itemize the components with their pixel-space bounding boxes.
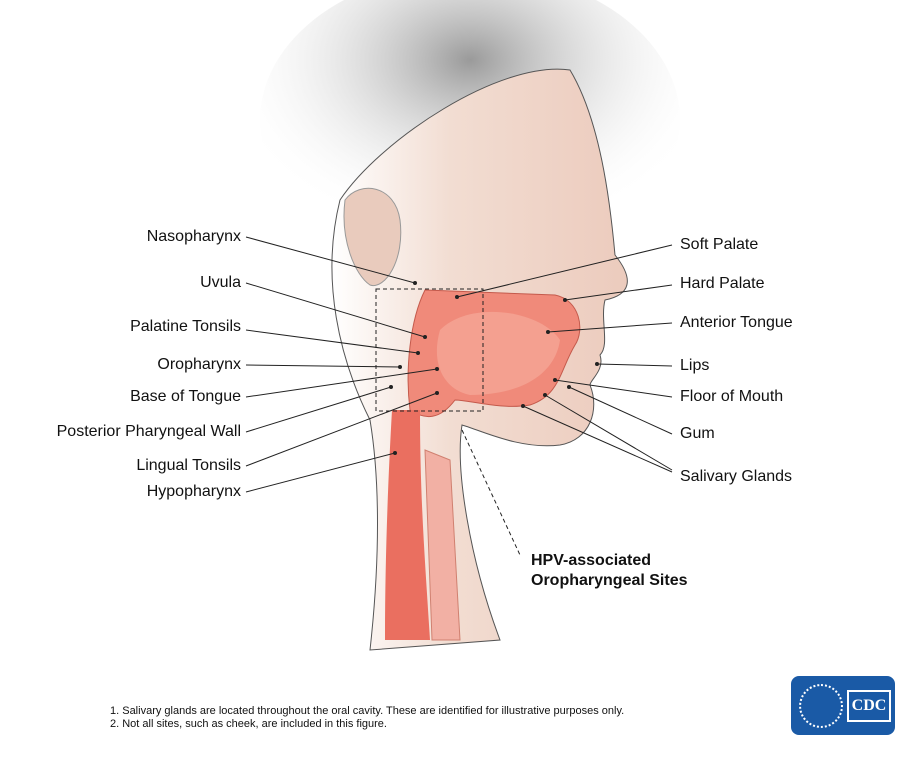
leader-lines bbox=[245, 236, 673, 493]
hpv-region-box bbox=[375, 288, 484, 412]
label-hard-palate: Hard Palate bbox=[680, 275, 765, 292]
label-lips: Lips bbox=[680, 357, 710, 374]
cdc-logo: CDC bbox=[791, 676, 895, 735]
label-lingual-tonsils: Lingual Tonsils bbox=[136, 457, 241, 474]
label-oropharynx: Oropharynx bbox=[157, 356, 241, 373]
label-uvula: Uvula bbox=[200, 274, 241, 291]
hpv-leader bbox=[461, 429, 521, 556]
footnotes: 1. Salivary glands are located throughou… bbox=[110, 705, 624, 731]
label-salivary-glands: Salivary Glands bbox=[680, 468, 793, 485]
label-anterior-tongue: Anterior Tongue bbox=[680, 314, 793, 331]
label-floor-of-mouth: Floor of Mouth bbox=[680, 388, 784, 405]
pharynx-tube bbox=[385, 410, 430, 640]
ear bbox=[343, 187, 402, 286]
hhs-seal-icon bbox=[799, 684, 843, 728]
tongue bbox=[436, 311, 560, 395]
label-soft-palate: Soft Palate bbox=[680, 236, 759, 253]
label-hypopharynx: Hypopharynx bbox=[146, 483, 241, 500]
cdc-logo-text: CDC bbox=[847, 690, 891, 722]
hpv-label-line1: HPV-associated bbox=[531, 552, 652, 569]
trachea bbox=[424, 449, 461, 641]
label-posterior-pharyngeal-wall: Posterior Pharyngeal Wall bbox=[56, 423, 241, 440]
hpv-sites-label: HPV-associated Oropharyngeal Sites bbox=[531, 551, 688, 591]
footnote-1: 1. Salivary glands are located throughou… bbox=[110, 705, 625, 717]
label-base-of-tongue: Base of Tongue bbox=[130, 388, 241, 405]
label-palatine-tonsils: Palatine Tonsils bbox=[130, 318, 241, 335]
label-gum: Gum bbox=[680, 425, 715, 442]
label-nasopharynx: Nasopharynx bbox=[146, 228, 241, 245]
footnote-2: 2. Not all sites, such as cheek, are inc… bbox=[110, 718, 387, 730]
hpv-label-line2: Oropharyngeal Sites bbox=[531, 572, 688, 589]
